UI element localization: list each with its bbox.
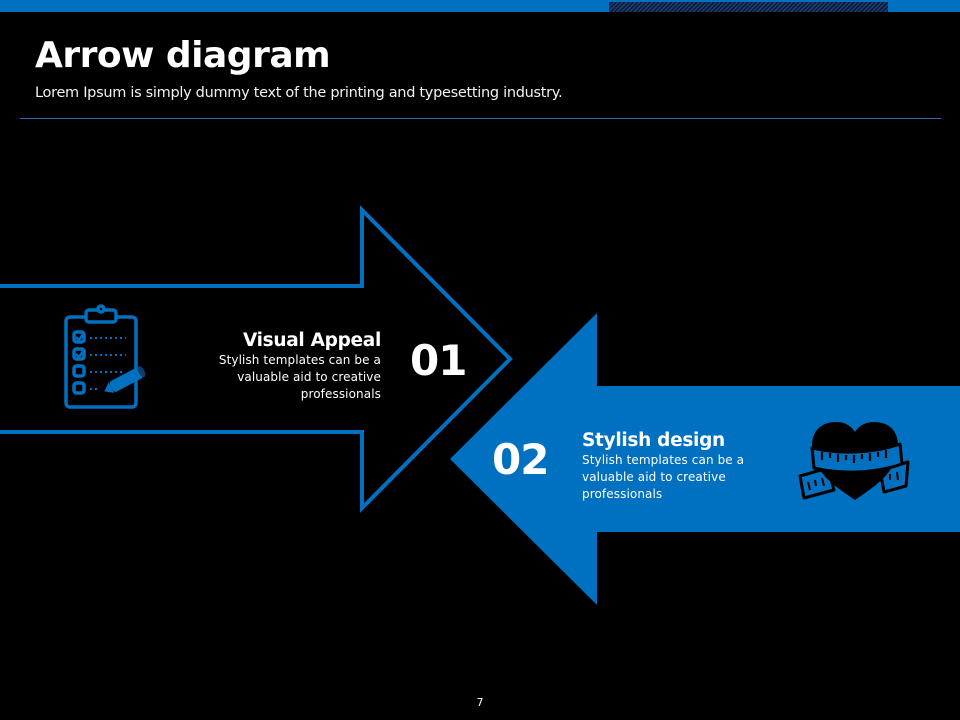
step-02-description-line: professionals bbox=[582, 487, 663, 501]
step-02-number: 02 bbox=[492, 435, 549, 484]
step-01-description-line: Stylish templates can be a bbox=[218, 353, 381, 367]
step-02-text: Stylish design Stylish templates can be … bbox=[582, 430, 782, 503]
slide-title: Arrow diagram bbox=[35, 35, 331, 76]
step-01-description-line: professionals bbox=[300, 387, 381, 401]
step-01-number: 01 bbox=[410, 336, 467, 385]
header-divider bbox=[20, 118, 941, 119]
step-02-title: Stylish design bbox=[582, 430, 725, 451]
clipboard-checklist-icon bbox=[62, 304, 152, 416]
slide-subtitle: Lorem Ipsum is simply dummy text of the … bbox=[35, 85, 563, 101]
page-number: 7 bbox=[476, 696, 484, 709]
arrow-02-filled bbox=[450, 313, 960, 605]
arrow-01-outline bbox=[0, 205, 513, 513]
step-01-text: Visual Appeal Stylish templates can be a… bbox=[200, 330, 381, 403]
step-01-title: Visual Appeal bbox=[242, 330, 381, 351]
hatched-accent-strip bbox=[609, 2, 888, 12]
step-01-description-line: valuable aid to creative bbox=[237, 370, 381, 384]
heart-measuring-tape-icon bbox=[798, 418, 912, 508]
step-02-description-line: valuable aid to creative bbox=[582, 470, 726, 484]
step-02-description-line: Stylish templates can be a bbox=[582, 453, 745, 467]
